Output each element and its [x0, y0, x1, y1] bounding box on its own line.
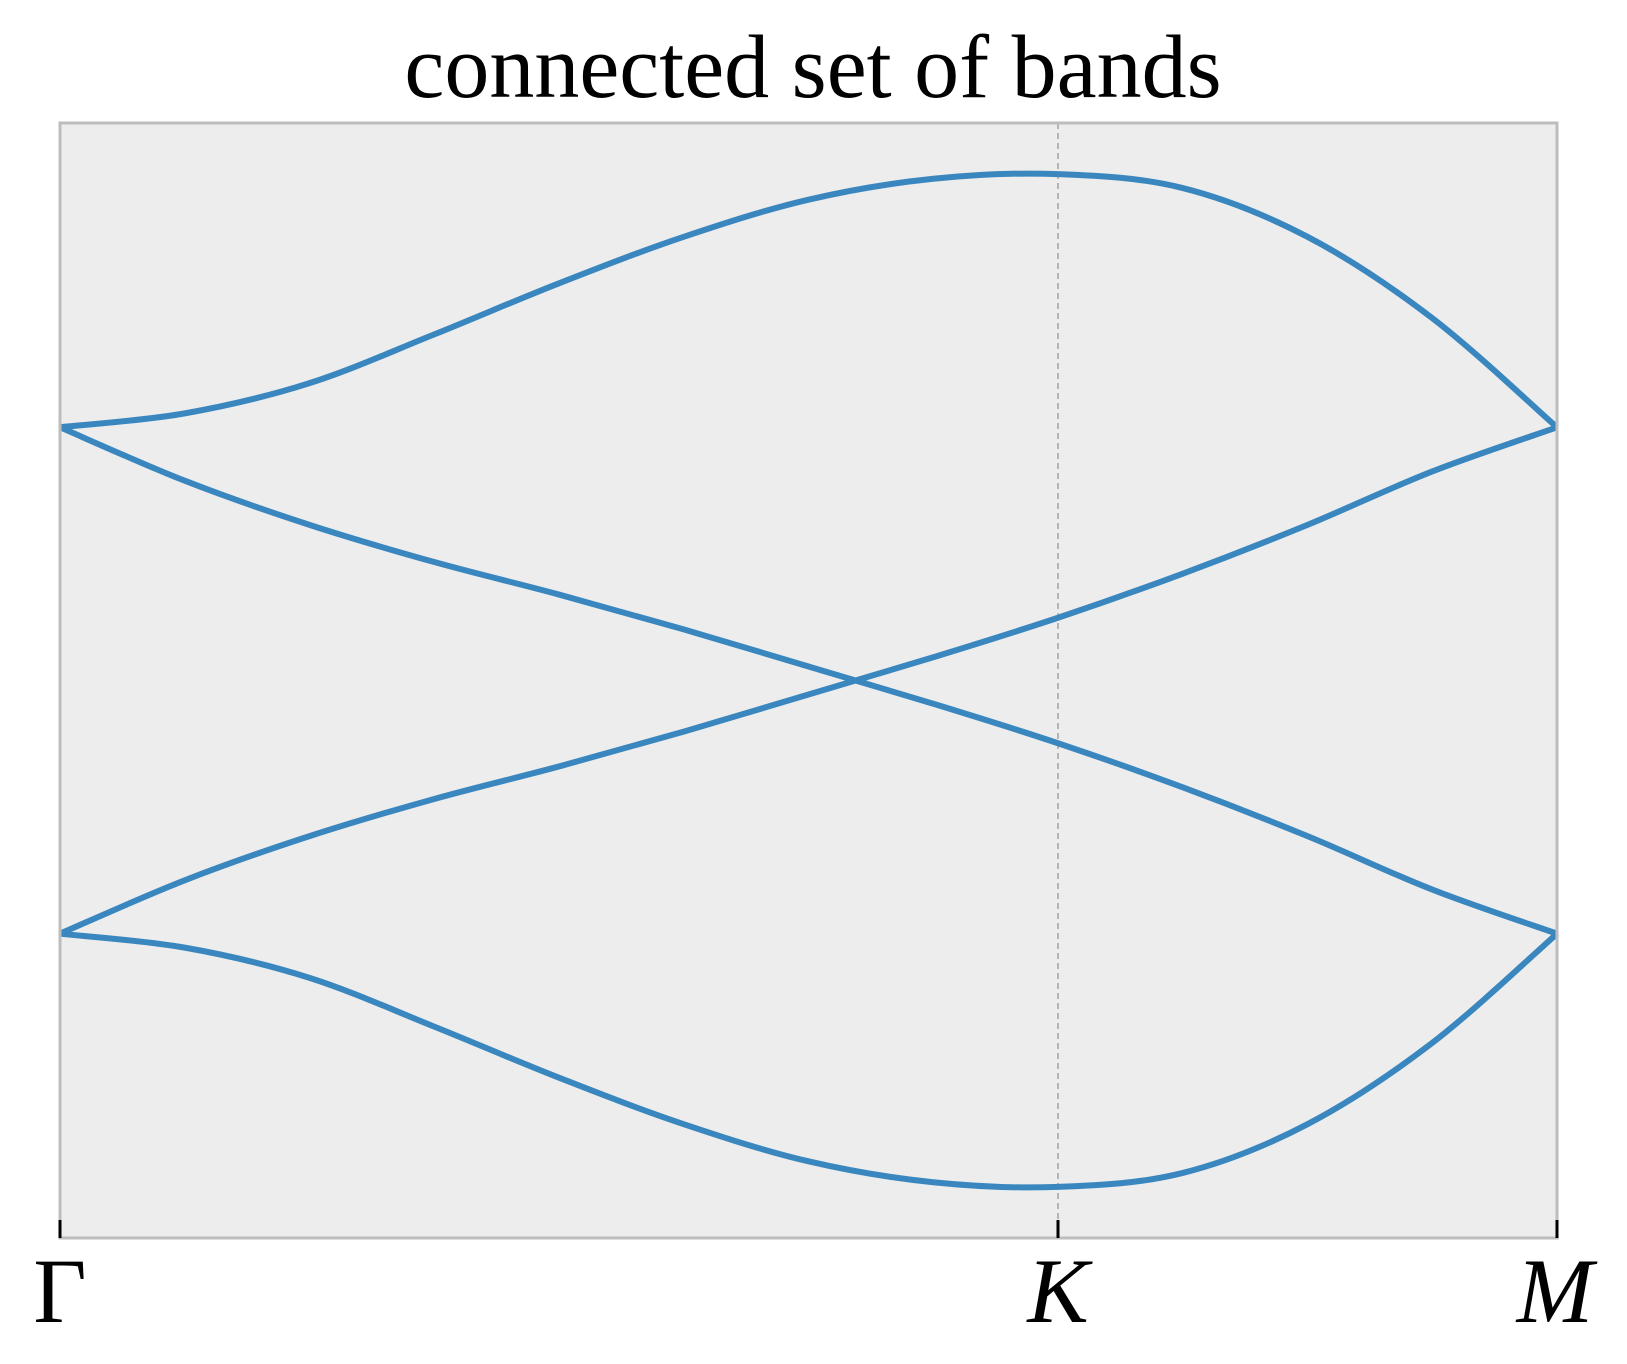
x-tick-label-2: M	[1515, 1240, 1598, 1342]
band-lines	[58, 170, 1559, 1191]
chart-title: connected set of bands	[404, 18, 1221, 117]
x-tick-label-1: K	[1025, 1240, 1093, 1342]
band-line-1	[59, 170, 1559, 431]
band-line-4	[59, 930, 1559, 1191]
x-tick-label-0: Γ	[33, 1240, 86, 1342]
band-line-3	[58, 424, 1559, 937]
plot-frame	[58, 121, 1559, 1240]
plot-area	[60, 123, 1557, 1238]
band-line-2	[58, 424, 1559, 937]
